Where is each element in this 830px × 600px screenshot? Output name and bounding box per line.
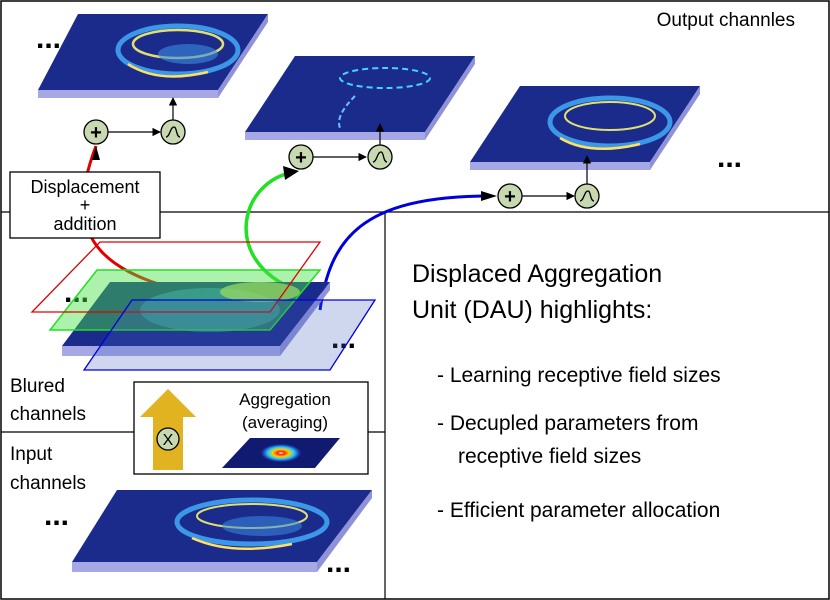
activation-node-2 [367,144,393,170]
ellipsis-output-left: ... [36,22,61,55]
highlight-item-2-line2: receptive field sizes [458,445,641,468]
aggregation-label-line1: Aggregation [239,390,331,409]
svg-text:X: X [163,432,174,449]
ellipsis-input-left: ... [44,499,69,532]
svg-text:+: + [90,122,102,144]
activation-node-1 [160,119,186,145]
input-plate [72,490,372,572]
input-label-line1: Input [10,444,53,465]
svg-text:+: + [295,147,307,169]
blurred-label-line1: Blured [10,376,65,397]
highlight-item-2-line1: - Decupled parameters from [437,412,698,435]
output-channels-label: Output channles [657,10,795,31]
ellipsis-blurred-left: ... [64,276,89,309]
displacement-label-line2: + [80,195,91,215]
displacement-label-line1: Displacement [30,177,139,197]
svg-text:+: + [504,186,516,208]
aggregation-label-line2: (averaging) [242,413,328,432]
red-displaced-frame [30,241,322,313]
displacement-label-line3: addition [53,214,116,234]
input-label-line2: channels [10,473,86,494]
displacement-curve-green [244,170,297,292]
activation-node-3 [574,183,600,209]
output-plate-3 [470,86,700,170]
ellipsis-output-right: ... [717,141,742,174]
highlights-title-line2: Unit (DAU) highlights: [412,296,652,324]
displacement-curve-blue [318,194,491,311]
blue-displaced-frame [82,299,377,371]
highlight-item-3: - Efficient parameter allocation [437,499,720,522]
multiply-node: X [156,427,180,451]
highlight-item-1: - Learning receptive field sizes [437,364,721,387]
add-node-3: + [497,183,523,209]
add-node-1: + [83,119,109,145]
displacement-box [9,171,161,239]
output-plate-2 [245,56,475,140]
output-plate-1 [38,14,268,98]
gaussian-kernel-plate [222,438,340,468]
add-node-2: + [288,144,314,170]
blurred-label-line2: channels [10,404,86,425]
highlights-title-line1: Displaced Aggregation [412,260,662,288]
